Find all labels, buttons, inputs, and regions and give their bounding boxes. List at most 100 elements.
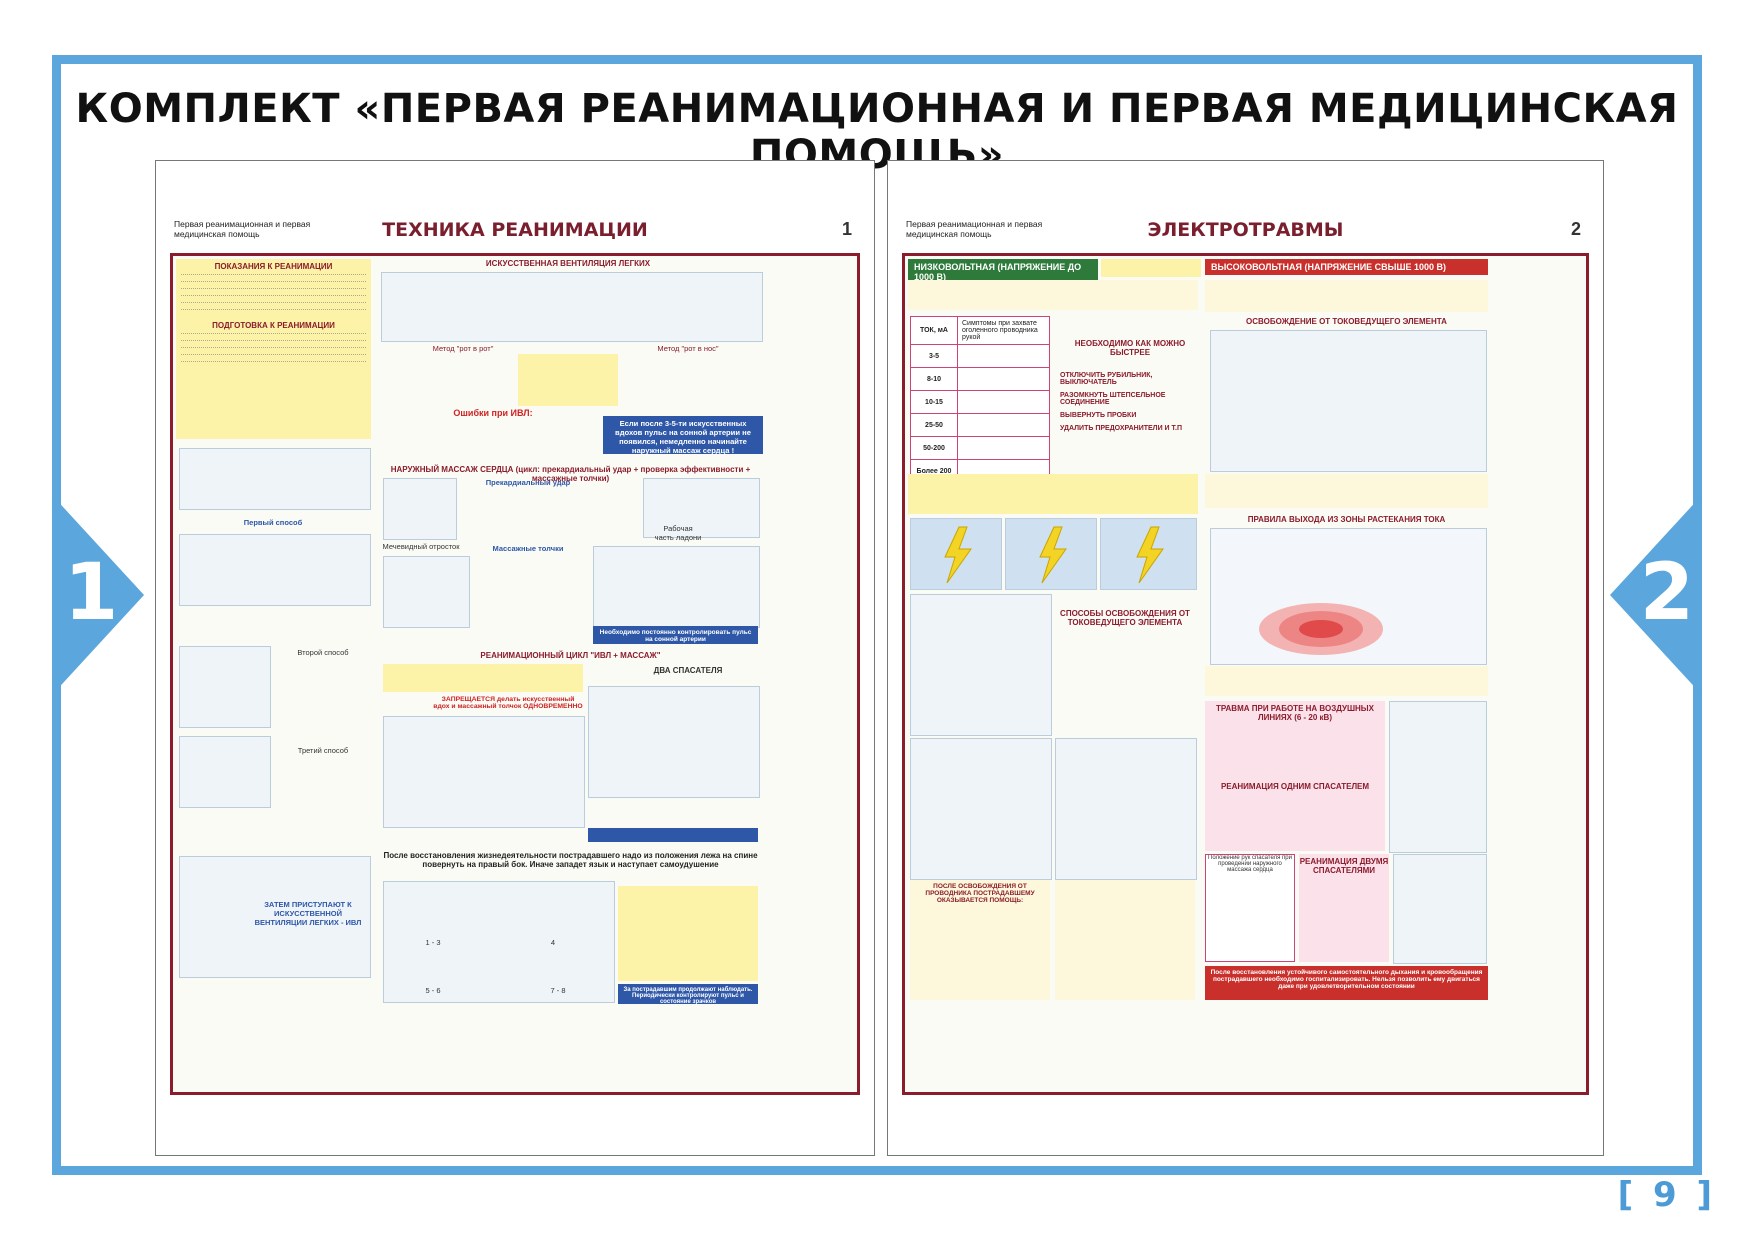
forbidden-bar [588,828,758,842]
indications-title: ПОКАЗАНИЯ К РЕАНИМАЦИИ [214,262,333,271]
recovery-illustration [179,856,371,978]
dielectric-boots-illustration [910,518,1002,590]
high-voltage-release-illustration [1210,330,1487,472]
poster-body: НИЗКОВОЛЬТНАЯ (НАПРЯЖЕНИЕ ДО 1000 В) ВЫС… [902,253,1589,1095]
second-method-illustration [179,646,271,728]
step-label-4: 7 - 8 [550,986,566,995]
first-method-label: Первый способ [243,518,303,527]
actions-list: ОТКЛЮЧИТЬ РУБИЛЬНИК, ВЫКЛЮЧАТЕЛЬ РАЗОМКН… [1060,366,1200,438]
two-rescuers-pole-illustration [1393,854,1487,964]
errors-title: Ошибки при ИВЛ: [453,408,533,418]
release-methods-list [1055,636,1195,726]
two-rescuers-illustration [588,686,760,798]
observation-note: За пострадавшим продолжают наблюдать. Пе… [618,984,758,1005]
air-lines-box: ТРАВМА ПРИ РАБОТЕ НА ВОЗДУШНЫХ ЛИНИЯХ (6… [1205,701,1385,851]
preparation-title: ПОДГОТОВКА К РЕАНИМАЦИИ [212,321,335,330]
release-methods-title: СПОСОБЫ ОСВОБОЖДЕНИЯ ОТ ТОКОВЕДУЩЕГО ЭЛЕ… [1060,609,1190,627]
recovery-title: После восстановления жизнедеятельности п… [383,851,758,869]
indications-box: ПОКАЗАНИЯ К РЕАНИМАЦИИ ПОДГОТОВКА К РЕАН… [176,259,371,439]
poster-electrotrauma[interactable]: Первая реанимационная и первая медицинск… [887,160,1604,1156]
pole-rescue-illustration [1389,701,1487,853]
pulse-control-note: Необходимо постоянно контролировать пуль… [593,626,758,644]
first-method-illustration [179,534,371,606]
table-header-symptoms: Симптомы при захвате оголенного проводни… [957,316,1050,345]
voltage-note [1101,259,1201,277]
exit-rule-title: ПРАВИЛА ВЫХОДА ИЗ ЗОНЫ РАСТЕКАНИЯ ТОКА [1247,515,1446,524]
after-release-title: ПОСЛЕ ОСВОБОЖДЕНИЯ ОТ ПРОВОДНИКА ПОСТРАД… [925,883,1035,904]
massage-title: НАРУЖНЫЙ МАССАЖ СЕРДЦА (цикл: прекардиал… [390,465,751,483]
right-marker-arrow [1610,495,1702,695]
preparation-text [176,333,371,365]
action-item: УДАЛИТЬ ПРЕДОХРАНИТЕЛИ И Т.П [1060,425,1182,432]
two-rescuers-box: РЕАНИМАЦИЯ ДВУМЯ СПАСАТЕЛЯМИ [1299,854,1389,962]
left-marker-arrow [52,495,144,695]
high-voltage-header: ВЫСОКОВОЛЬТНАЯ (НАПРЯЖЕНИЕ СВЫШЕ 1000 В) [1205,259,1488,275]
chest-illustration [383,478,457,540]
poster-header: Первая реанимационная и первая медицинск… [174,219,856,247]
current-row: 8-10 [910,367,958,391]
action-item: РАЗОМКНУТЬ ШТЕПСЕЛЬНОЕ СОЕДИНЕНИЕ [1060,392,1166,406]
recovery-position-illustration [383,881,615,1003]
exit-rule-note [1205,666,1488,696]
poster-header: Первая реанимационная и первая медицинск… [906,219,1585,247]
protection-note [908,474,1198,514]
current-row: 10-15 [910,390,958,414]
one-rescuer-illustration [383,716,585,828]
precardial-label: Прекардиальный удар [485,478,571,487]
third-method-label: Третий способ [297,746,349,755]
current-row: 50-200 [910,436,958,460]
lightning-icon [944,526,972,584]
forbidden-note: ЗАПРЕЩАЕТСЯ делать искусственный вдох и … [433,696,583,710]
ventilation-illustration [381,272,763,342]
massage-pushes-label: Массажные толчки [492,544,564,553]
axe-cut-illustration [1055,738,1197,880]
ivl-volume-note [518,354,618,406]
necessary-title: НЕОБХОДИМО КАК МОЖНО БЫСТРЕЕ [1074,339,1186,357]
third-method-illustration [179,736,271,808]
release-title: ОСВОБОЖДЕНИЕ ОТ ТОКОВЕДУЩЕГО ЭЛЕМЕНТА [1246,317,1447,326]
table-header-current: ТОК, мА [910,316,958,345]
metal-objects-illustration [1100,518,1197,590]
step-label-3: 5 - 6 [425,986,441,995]
low-voltage-intro [908,280,1198,310]
cycle-title: РЕАНИМАЦИОННЫЙ ЦИКЛ "ИВЛ + МАССАЖ" [480,651,661,660]
palm-part-label: Рабочая часть ладони [654,524,702,542]
poster-body: ПОКАЗАНИЯ К РЕАНИМАЦИИ ПОДГОТОВКА К РЕАН… [170,253,860,1095]
left-marker-number: 1 [64,548,119,638]
poster-subtitle: Первая реанимационная и первая медицинск… [174,219,311,239]
insulating-note [1205,474,1488,508]
dielectric-gloves-illustration [1005,518,1097,590]
step-label-1: 1 - 3 [425,938,441,947]
action-item: ВЫВЕРНУТЬ ПРОБКИ [1060,412,1137,419]
poster-title: ТЕХНИКА РЕАНИМАЦИИ [382,219,648,241]
poster-number: 2 [1570,219,1581,239]
indications-text [176,274,371,313]
hand-position-box: Положение рук спасателя при проведении н… [1205,854,1295,962]
one-rescuer-title: РЕАНИМАЦИЯ ОДНИМ СПАСАТЕЛЕМ [1220,782,1370,791]
hand-position-label: Положение рук спасателя при проведении н… [1208,855,1292,873]
burns-note [1055,880,1195,1000]
massage-pose-illustration [593,546,760,628]
action-item: ОТКЛЮЧИТЬ РУБИЛЬНИК, ВЫКЛЮЧАТЕЛЬ [1060,372,1153,386]
palm-illustration [643,478,760,538]
after-release-box: ПОСЛЕ ОСВОБОЖДЕНИЯ ОТ ПРОВОДНИКА ПОСТРАД… [910,880,1050,1000]
current-zone-icon [1259,603,1383,655]
recovery-steps-note [618,886,758,981]
lightning-icon [1039,526,1067,584]
xiphoid-label: Мечевидный отросток [382,542,460,551]
second-method-label: Второй способ [297,648,349,657]
massage-illustration [383,556,470,628]
high-voltage-intro [1205,280,1488,312]
method-mouth-label: Метод "рот в рот" [432,344,494,353]
poster-resuscitation[interactable]: Первая реанимационная и первая медицинск… [155,160,875,1156]
head-tilt-illustration [179,448,371,510]
right-marker-number: 2 [1639,548,1694,638]
hospitalization-note: После восстановления устойчивого самосто… [1205,966,1488,1000]
method-nose-label: Метод "рот в нос" [657,344,719,353]
two-rescuers-title: РЕАНИМАЦИЯ ДВУМЯ СПАСАТЕЛЯМИ [1299,857,1389,875]
air-lines-title: ТРАВМА ПРИ РАБОТЕ НА ВОЗДУШНЫХ ЛИНИЯХ (6… [1216,704,1374,722]
pulse-warning-note: Если после 3-5-ти искусственных вдохов п… [603,416,763,455]
ventilation-title: ИСКУССТВЕННАЯ ВЕНТИЛЯЦИЯ ЛЕГКИХ [485,259,651,268]
step-label-2: 4 [550,938,556,947]
